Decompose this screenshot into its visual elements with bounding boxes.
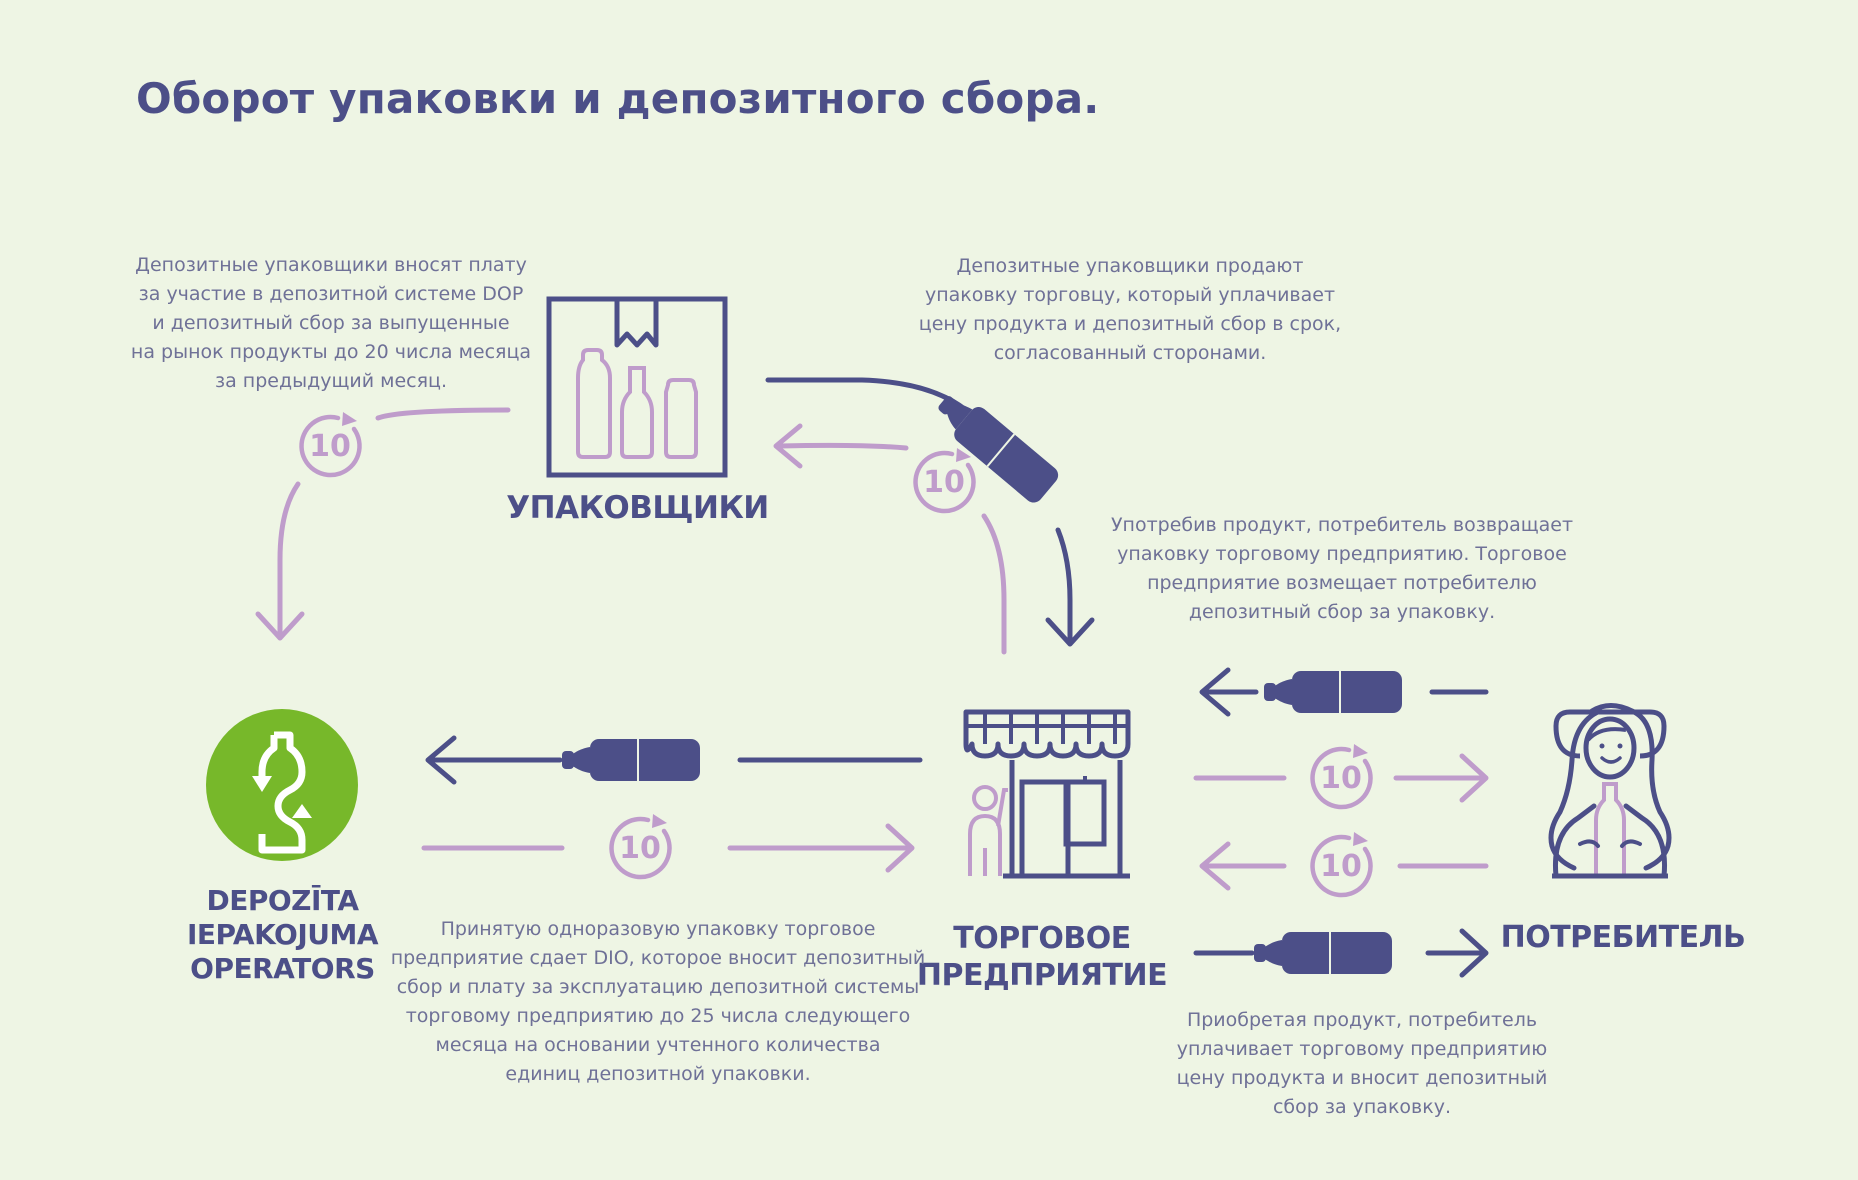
- bottle-icon: [561, 738, 701, 782]
- description-consumer-returns: Употребив продукт, потребитель возвращае…: [1102, 511, 1582, 627]
- page-title: Оборот упаковки и депозитного сбора.: [136, 74, 1100, 123]
- description-line: Депозитные упаковщики продают: [956, 255, 1304, 277]
- description-line: предприятие возмещает потребителю: [1147, 572, 1537, 594]
- description-consumer-buys: Приобретая продукт, потребитель уплачива…: [1152, 1006, 1572, 1122]
- operator-label-line: IEPAKOJUMA: [186, 918, 379, 951]
- flow-packers-to-retailer: [765, 377, 1095, 655]
- description-line: на рынок продукты до 20 числа месяца: [130, 341, 532, 363]
- description-line: за участие в депозитной системе DOP: [138, 283, 524, 305]
- description-line: Депозитные упаковщики вносят плату: [135, 254, 527, 276]
- flow-consumer-buys: [1193, 832, 1489, 978]
- description-line: согласованный сторонами.: [993, 342, 1267, 364]
- description-line: упаковку торговцу, который уплачивает: [924, 284, 1336, 306]
- shop-icon: [963, 709, 1131, 879]
- packers-label: УПАКОВЩИКИ: [506, 490, 769, 526]
- description-line: сбор и плату за эксплуатацию депозитной …: [396, 976, 920, 998]
- flow-consumer-returns: [1193, 667, 1489, 807]
- description-line: депозитный сбор за упаковку.: [1188, 601, 1496, 623]
- deposit-badge-2: [916, 448, 974, 511]
- consumer-label: ПОТРЕБИТЕЛЬ: [1500, 920, 1746, 955]
- description-line: предприятие сдает DIO, которое вносит де…: [390, 947, 926, 969]
- description-packers-to-operator: Депозитные упаковщики вносят плату за уч…: [126, 251, 536, 396]
- flow-retailer-to-operator: [421, 735, 923, 877]
- description-line: сбор за упаковку.: [1272, 1096, 1452, 1118]
- description-line: торговому предприятию до 25 числа следую…: [405, 1005, 911, 1027]
- description-line: месяца на основании учтенного количества: [435, 1034, 881, 1056]
- retailer-label: ТОРГОВОЕ ПРЕДПРИЯТИЕ: [902, 920, 1182, 994]
- description-line: упаковку торговому предприятию. Торговое: [1117, 543, 1567, 565]
- bottle-icon: [1253, 931, 1393, 975]
- description-line: Употребив продукт, потребитель возвращае…: [1110, 514, 1574, 536]
- operator-label-line: OPERATORS: [190, 952, 375, 985]
- retailer-label-line: ПРЕДПРИЯТИЕ: [916, 958, 1168, 993]
- operator-label-line: DEPOZĪTA: [206, 884, 359, 917]
- bottle-icon: [1263, 670, 1403, 714]
- description-packers-to-retailer: Депозитные упаковщики продают упаковку т…: [910, 252, 1350, 368]
- description-line: единиц депозитной упаковки.: [505, 1063, 811, 1085]
- operator-label: DEPOZĪTA IEPAKOJUMA OPERATORS: [160, 884, 405, 986]
- box-with-bottles-icon: [546, 296, 728, 478]
- retailer-label-line: ТОРГОВОЕ: [953, 921, 1131, 956]
- description-line: уплачивает торговому предприятию: [1176, 1038, 1548, 1060]
- deposit-badge-4: [1313, 744, 1371, 807]
- woman-with-bottle-icon: [1548, 703, 1672, 879]
- deposit-badge-5: [1313, 832, 1371, 895]
- description-line: цену продукта и вносит депозитный: [1176, 1067, 1548, 1089]
- description-line: Приобретая продукт, потребитель: [1186, 1009, 1538, 1031]
- recycle-bottle-icon: [206, 709, 358, 861]
- flow-packers-to-operator: [255, 407, 511, 641]
- description-retailer-to-operator: Принятую одноразовую упаковку торговое п…: [378, 915, 938, 1089]
- description-line: за предыдущий месяц.: [215, 370, 447, 392]
- description-line: и депозитный сбор за выпущенные: [152, 312, 510, 334]
- deposit-badge-3: [612, 814, 670, 877]
- description-line: Принятую одноразовую упаковку торговое: [440, 918, 876, 940]
- description-line: цену продукта и депозитный сбор в срок,: [918, 313, 1342, 335]
- deposit-badge-1: [302, 412, 360, 475]
